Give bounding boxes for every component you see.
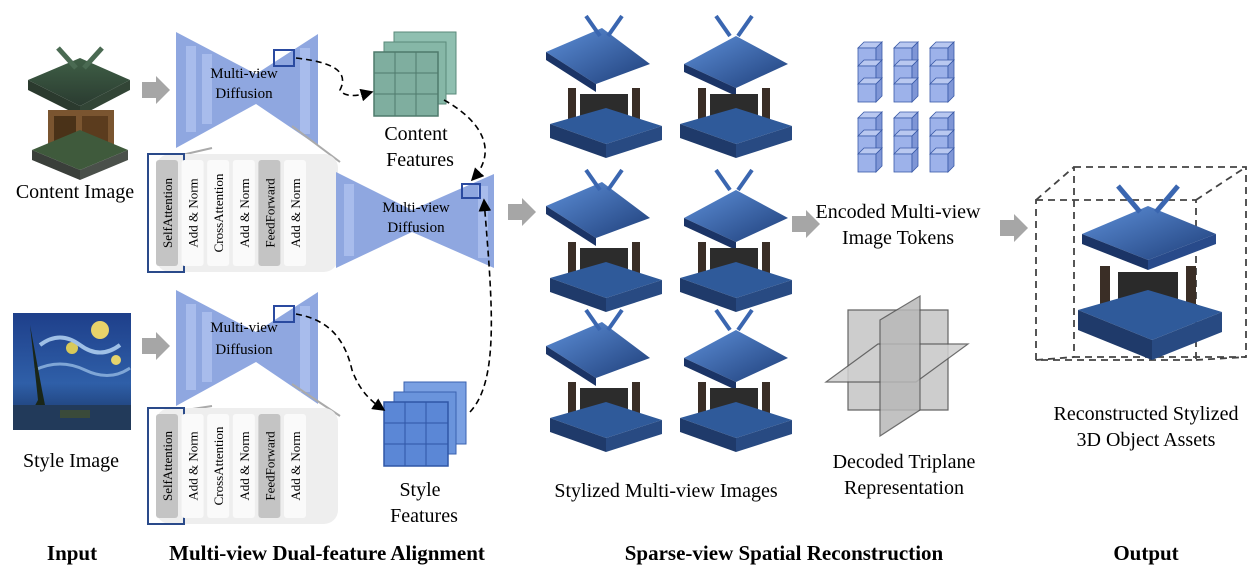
feature-tap-box <box>273 305 295 323</box>
diffusion-label: Diffusion <box>215 86 273 102</box>
transformer-block-style: SelfAttention Add & Norm CrossAttention Add… <box>147 407 338 525</box>
block-column <box>156 160 178 266</box>
block-column <box>258 160 281 266</box>
token-stack <box>893 111 919 173</box>
encoded-tokens-label: Image Tokens <box>842 227 954 249</box>
content-image <box>28 46 130 180</box>
diffusion-label: Diffusion <box>215 342 273 358</box>
block-label: Add & Norm <box>186 178 201 247</box>
stylized-view <box>680 308 792 452</box>
token-stack <box>929 111 955 173</box>
content-features-label: Content <box>384 123 448 145</box>
diffusion-unet-style: Multi-view Diffusion <box>176 290 318 406</box>
block-column <box>258 414 281 518</box>
reconstructed-label: 3D Object Assets <box>1077 429 1216 451</box>
block-label: SelfAttention <box>160 177 175 248</box>
block-label: SelfAttention <box>160 430 175 501</box>
arrow-to-stylized <box>508 198 536 226</box>
stylized-view <box>546 308 662 452</box>
block-column <box>181 160 204 266</box>
stylized-view <box>680 168 792 312</box>
style-image <box>13 313 131 430</box>
style-features-label: Features <box>390 505 458 527</box>
block-label: CrossAttention <box>211 173 226 252</box>
block-label: FeedForward <box>262 431 277 501</box>
block-column <box>207 160 230 266</box>
content-features-label: Features <box>386 149 454 171</box>
content-features-grid <box>373 31 457 117</box>
stylized-view <box>546 168 662 312</box>
style-features-label: Style <box>399 479 440 501</box>
stylized-multiview-images <box>546 14 792 452</box>
token-stack <box>857 111 883 173</box>
block-column <box>156 414 178 518</box>
dashed-arrow-style-to-mid <box>469 198 493 413</box>
token-stack <box>893 41 919 103</box>
transformer-block-content: SelfAttention Add & Norm CrossAttention Add… <box>147 153 338 273</box>
stylized-images-label: Stylized Multi-view Images <box>554 480 778 502</box>
block-column <box>232 160 255 266</box>
dashed-arrow-style-tap <box>295 313 386 411</box>
diffusion-label: Multi-view <box>382 200 450 216</box>
stylized-view <box>546 14 662 158</box>
block-label: Add & Norm <box>186 431 201 500</box>
token-stack <box>929 41 955 103</box>
diffusion-label: Diffusion <box>387 220 445 236</box>
block-label: Add & Norm <box>288 431 303 500</box>
dashed-arrow-content-to-mid <box>443 99 486 182</box>
stage-label-reconstruction: Sparse-view Spatial Reconstruction <box>625 541 944 565</box>
arrow-to-tokens <box>792 210 820 238</box>
triplane-label: Decoded Triplane <box>833 451 976 473</box>
block-column <box>232 414 255 518</box>
arrow-content-to-diffusion <box>142 76 170 104</box>
diffusion-label: Multi-view <box>210 320 278 336</box>
arrow-style-to-diffusion <box>142 332 170 360</box>
diffusion-label: Multi-view <box>210 66 278 82</box>
stylized-view <box>680 14 792 158</box>
stage-label-input: Input <box>47 541 97 565</box>
content-image-label: Content Image <box>16 181 134 203</box>
diffusion-unet-stylized: Multi-view Diffusion <box>336 172 494 268</box>
block-label: Add & Norm <box>237 178 252 247</box>
block-label: Add & Norm <box>288 178 303 247</box>
token-stack <box>857 41 883 103</box>
triplane-label: Representation <box>844 477 964 499</box>
block-label: CrossAttention <box>211 426 226 505</box>
block-label: Add & Norm <box>237 431 252 500</box>
encoded-tokens-label: Encoded Multi-view <box>816 201 982 223</box>
feature-tap-box <box>273 49 295 67</box>
triplane-representation <box>824 294 970 438</box>
output-stylized-asset <box>1078 184 1222 360</box>
arrow-to-output <box>1000 214 1028 242</box>
reconstructed-label: Reconstructed Stylized <box>1054 403 1239 425</box>
block-column <box>207 414 230 518</box>
block-column <box>181 414 204 518</box>
block-label: FeedForward <box>262 178 277 248</box>
style-features-grid <box>383 381 467 467</box>
feature-tap-box <box>461 183 481 199</box>
block-column <box>284 160 306 266</box>
block-column <box>284 414 306 518</box>
stage-label-alignment: Multi-view Dual-feature Alignment <box>169 541 485 565</box>
dashed-arrow-content-tap <box>295 57 374 102</box>
style-image-label: Style Image <box>23 450 119 472</box>
stage-label-output: Output <box>1113 541 1178 565</box>
diffusion-unet-content: Multi-view Diffusion <box>176 32 318 148</box>
encoded-image-tokens <box>857 41 955 173</box>
